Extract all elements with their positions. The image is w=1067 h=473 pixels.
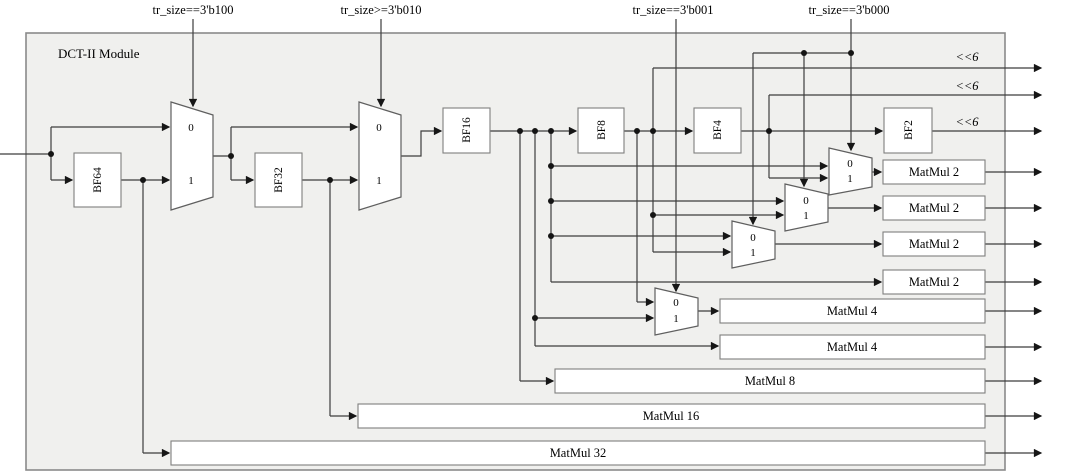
- matmul32-box: [170, 440, 986, 466]
- mux2-1-label: 1: [376, 175, 382, 187]
- select-labels: tr_size==3'b100 tr_size>=3'b010 tr_size=…: [153, 3, 890, 17]
- junction-dot: [766, 128, 772, 134]
- multiplexers: [170, 101, 873, 336]
- bf64-label: BF64: [92, 167, 104, 193]
- bf16-label: BF16: [461, 117, 473, 143]
- block-bf2: BF2: [883, 107, 933, 154]
- bf32-label: BF32: [273, 167, 285, 193]
- junction-dot: [140, 177, 146, 183]
- matmul2-4-label: MatMul 2: [909, 275, 959, 289]
- block-matmul2-2: MatMul 2: [882, 195, 986, 221]
- block-bf16: BF16: [442, 107, 491, 154]
- block-bf64: BF64: [73, 152, 122, 208]
- junction-dot: [228, 153, 234, 159]
- junction-dot: [548, 128, 554, 134]
- block-matmul4-2: MatMul 4: [719, 334, 986, 360]
- select-label-b010: tr_size>=3'b010: [341, 3, 422, 17]
- junction-dots: [48, 50, 854, 321]
- mux2-0-label: 0: [376, 122, 382, 134]
- block-matmul4-1: MatMul 4: [719, 298, 986, 324]
- block-bf8: BF8: [577, 107, 625, 154]
- block-matmul16: MatMul 16: [357, 403, 986, 429]
- junction-dot: [517, 128, 523, 134]
- bf8-box: [577, 107, 625, 154]
- matmul2-1-label: MatMul 2: [909, 165, 959, 179]
- matmul4-2-box: [719, 334, 986, 360]
- matmul4-2-label: MatMul 4: [827, 340, 878, 354]
- shift6-label-3: <<6: [955, 115, 979, 129]
- junction-dot: [650, 128, 656, 134]
- matmul-blocks: MatMul 2 MatMul 2 MatMul 2 MatMul 2 MatM…: [170, 159, 986, 466]
- bf32-box: [254, 152, 303, 208]
- matmul16-label: MatMul 16: [643, 409, 700, 423]
- shift6-label-1: <<6: [955, 50, 979, 64]
- bf64-box: [73, 152, 122, 208]
- muxA-0-label: 0: [847, 158, 853, 170]
- matmul2-2-label: MatMul 2: [909, 201, 959, 215]
- matmul2-3-label: MatMul 2: [909, 237, 959, 251]
- junction-dot: [548, 198, 554, 204]
- bf8-label: BF8: [596, 120, 608, 140]
- module-title: DCT-II Module: [58, 46, 140, 61]
- matmul2-3-box: [882, 231, 986, 257]
- muxC-shape: [731, 220, 776, 269]
- muxD-1-label: 1: [673, 313, 679, 325]
- shift6-label-2: <<6: [955, 79, 979, 93]
- bf4-label: BF4: [712, 120, 724, 140]
- bf2-label: BF2: [903, 120, 915, 140]
- muxC-0-label: 0: [750, 232, 756, 244]
- muxA-shape: [828, 147, 873, 196]
- junction-dot: [801, 50, 807, 56]
- matmul2-1-box: [882, 159, 986, 185]
- block-matmul2-4: MatMul 2: [882, 269, 986, 295]
- block-matmul2-3: MatMul 2: [882, 231, 986, 257]
- block-matmul8: MatMul 8: [554, 368, 986, 394]
- block-bf4: BF4: [693, 107, 742, 154]
- mux2-shape: [358, 101, 402, 211]
- junction-dot: [548, 163, 554, 169]
- junction-dot: [532, 128, 538, 134]
- muxB-1-label: 1: [803, 210, 809, 222]
- matmul32-label: MatMul 32: [550, 446, 607, 460]
- bf4-box: [693, 107, 742, 154]
- muxD-0-label: 0: [673, 297, 679, 309]
- matmul8-box: [554, 368, 986, 394]
- junction-dot: [848, 50, 854, 56]
- block-bf32: BF32: [254, 152, 303, 208]
- matmul2-2-box: [882, 195, 986, 221]
- wire-mux2-to-bf16: [401, 126, 443, 157]
- shift-labels: <<6 <<6 <<6: [955, 50, 979, 129]
- mux1-1-label: 1: [188, 175, 194, 187]
- bf16-box: [442, 107, 491, 154]
- muxB-shape: [784, 183, 829, 232]
- junction-dot: [48, 151, 54, 157]
- mux1-shape: [170, 101, 214, 211]
- mux-port-labels: 0 1 0 1 0 1 0 1 0 1 0 1: [188, 122, 853, 325]
- matmul2-4-box: [882, 269, 986, 295]
- matmul4-1-box: [719, 298, 986, 324]
- muxD-shape: [654, 287, 699, 336]
- mux1-0-label: 0: [188, 122, 194, 134]
- matmul4-1-label: MatMul 4: [827, 304, 878, 318]
- junction-dot: [634, 128, 640, 134]
- select-label-b001: tr_size==3'b001: [633, 3, 714, 17]
- block-matmul32: MatMul 32: [170, 440, 986, 466]
- matmul8-label: MatMul 8: [745, 374, 795, 388]
- junction-dot: [532, 315, 538, 321]
- butterfly-blocks: BF64 BF32 BF16 BF8 BF4 BF2: [73, 107, 933, 208]
- junction-dot: [548, 233, 554, 239]
- block-matmul2-1: MatMul 2: [882, 159, 986, 185]
- select-label-b000: tr_size==3'b000: [809, 3, 890, 17]
- bf2-box: [883, 107, 933, 154]
- select-label-b100: tr_size==3'b100: [153, 3, 234, 17]
- wires-arrows: [51, 19, 1043, 458]
- junction-dot: [650, 212, 656, 218]
- muxC-1-label: 1: [750, 247, 756, 259]
- junction-dot: [327, 177, 333, 183]
- matmul16-box: [357, 403, 986, 429]
- muxB-0-label: 0: [803, 195, 809, 207]
- muxA-1-label: 1: [847, 173, 853, 185]
